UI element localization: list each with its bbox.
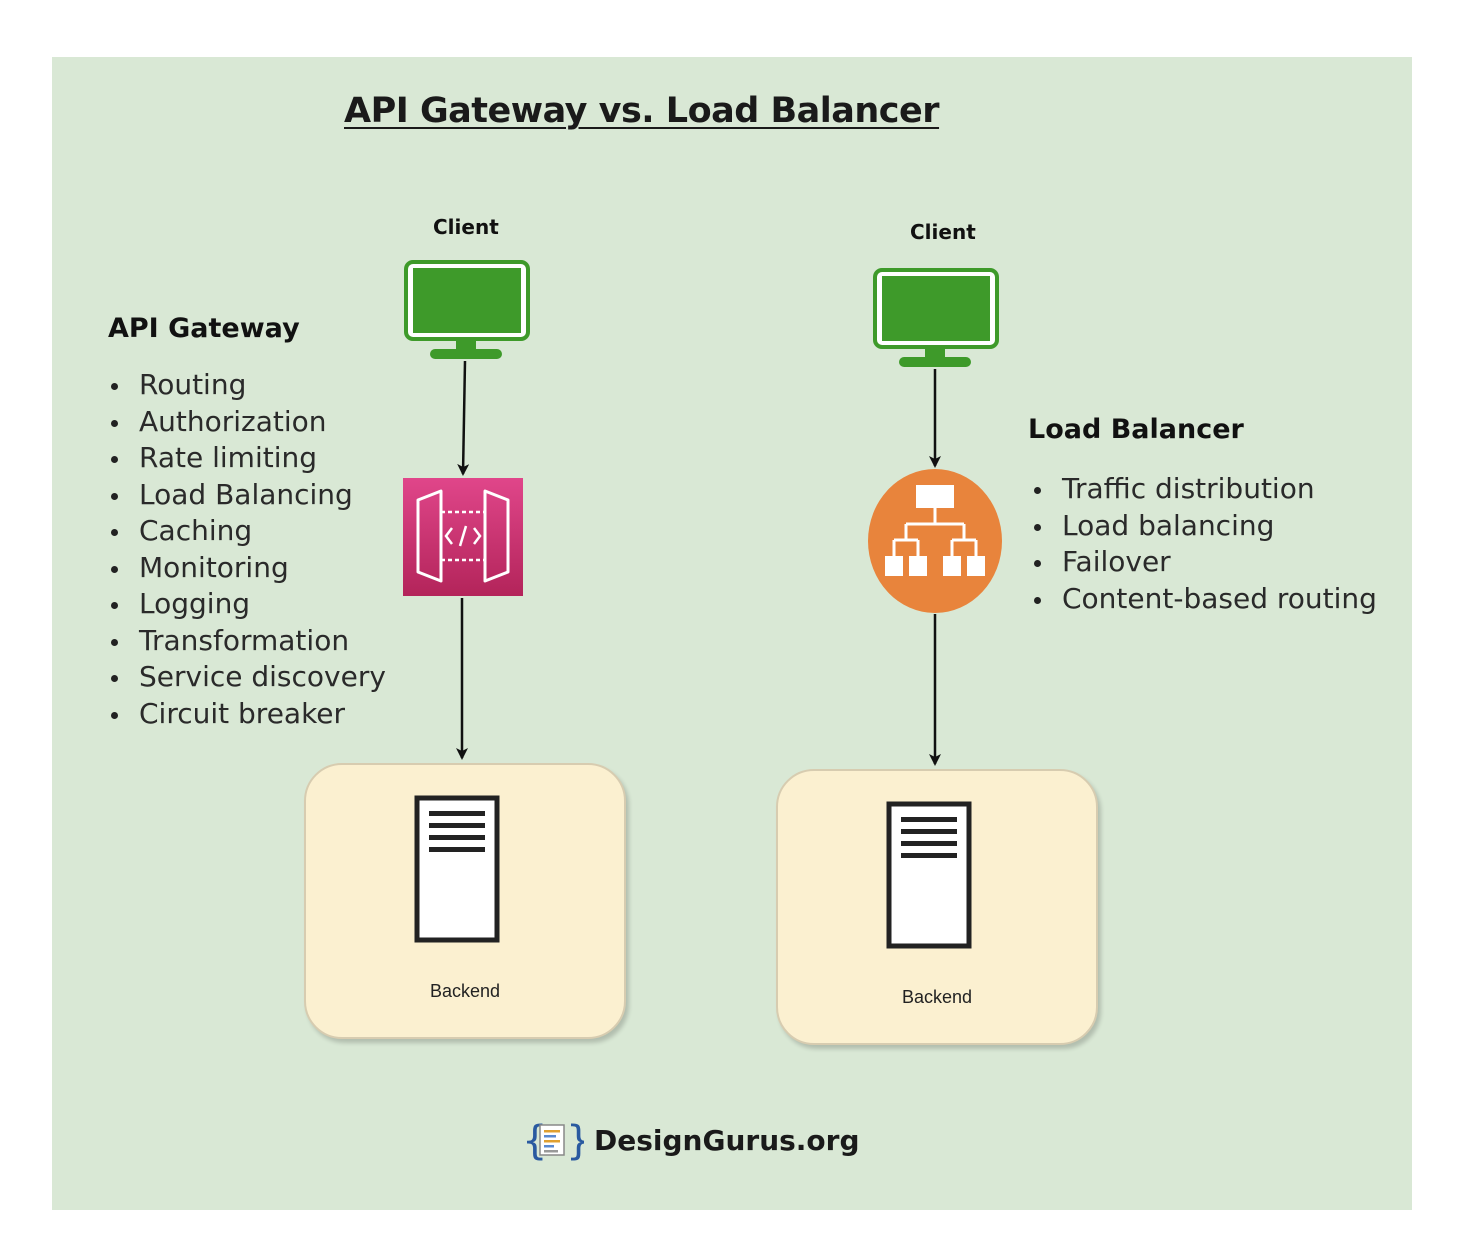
right-client-label: Client (910, 220, 976, 244)
svg-text:}: } (566, 1118, 584, 1164)
list-item: Transformation (108, 623, 386, 660)
backend-label: Backend (901, 987, 973, 1007)
server-icon (886, 801, 972, 949)
list-item: Circuit breaker (108, 696, 386, 733)
left-client-label: Client (433, 215, 499, 239)
load-balancer-heading: Load Balancer (1028, 414, 1244, 445)
list-item: Content-based routing (1031, 581, 1377, 618)
list-item: Logging (108, 586, 386, 623)
api-gateway-icon (403, 478, 523, 596)
left-client-monitor-icon (404, 260, 530, 359)
list-item: Load Balancing (108, 477, 386, 514)
brand-name: DesignGurus.org (594, 1123, 860, 1157)
list-item: Routing (108, 367, 386, 404)
list-item: Authorization (108, 404, 386, 441)
list-item: Rate limiting (108, 440, 386, 477)
list-item: Traffic distribution (1031, 471, 1377, 508)
right-backend-box: Backend (776, 769, 1098, 1045)
load-balancer-icon (868, 469, 1002, 613)
list-item: Failover (1031, 544, 1377, 581)
left-backend-box: Backend (304, 763, 626, 1039)
diagram-panel (52, 57, 1412, 1210)
designgurus-logo-icon: { } (522, 1118, 584, 1164)
backend-label: Backend (429, 981, 501, 1001)
api-gateway-features: Routing Authorization Rate limiting Load… (108, 367, 386, 732)
list-item: Caching (108, 513, 386, 550)
right-client-monitor-icon (873, 268, 999, 367)
api-gateway-heading: API Gateway (108, 313, 300, 344)
brand-footer: { } DesignGurus.org (522, 1116, 860, 1164)
page-title: API Gateway vs. Load Balancer (344, 91, 940, 131)
arrow-client-to-gateway (457, 360, 470, 476)
list-item: Monitoring (108, 550, 386, 587)
server-icon (414, 795, 500, 943)
list-item: Load balancing (1031, 508, 1377, 545)
load-balancer-features: Traffic distribution Load balancing Fail… (1031, 471, 1377, 617)
list-item: Service discovery (108, 659, 386, 696)
